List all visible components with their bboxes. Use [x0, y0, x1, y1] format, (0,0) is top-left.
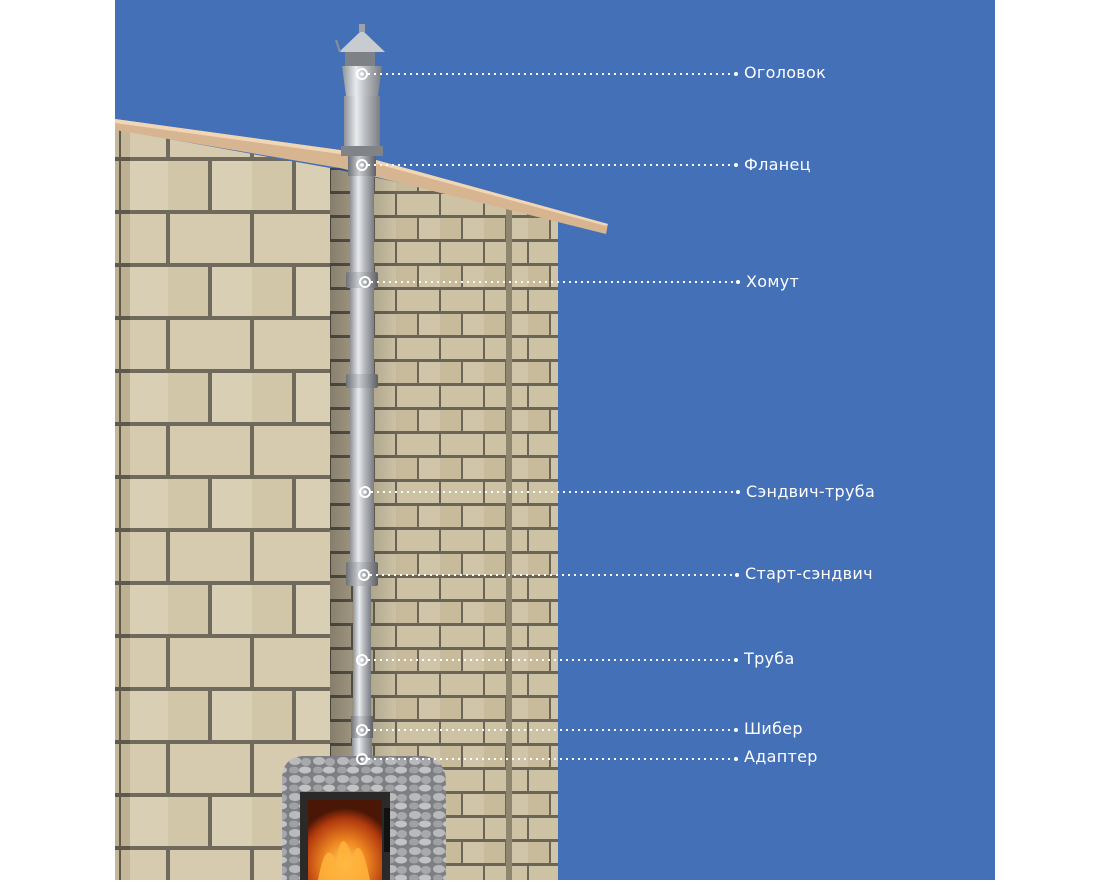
callout-end-khomut [736, 280, 740, 284]
wall-left-face [115, 128, 130, 880]
callout-dot-flanets [360, 163, 364, 167]
callout-end-ogolovok [734, 72, 738, 76]
callout-dot-start-sendvich [362, 573, 366, 577]
label-khomut: Хомут [746, 272, 800, 291]
label-adapter: Адаптер [744, 747, 818, 766]
callout-dot-sendvich-truba [363, 490, 367, 494]
roof-slab [115, 119, 608, 234]
callout-marker-sendvich-truba [359, 486, 371, 498]
callout-marker-adapter [356, 753, 368, 765]
stove [282, 756, 446, 880]
callout-marker-truba [356, 654, 368, 666]
wall-right-face [510, 206, 558, 880]
callout-end-adapter [734, 757, 738, 761]
callout-dot-shiber [360, 728, 364, 732]
callout-marker-start-sendvich [358, 569, 370, 581]
label-sendvich-truba: Сэндвич-труба [746, 482, 876, 501]
callout-dot-truba [360, 658, 364, 662]
callout-dot-adapter [360, 757, 364, 761]
callout-end-sendvich-truba [736, 490, 740, 494]
callout-marker-khomut [359, 276, 371, 288]
label-truba: Труба [744, 649, 795, 668]
callout-marker-shiber [356, 724, 368, 736]
wall-right-edge [506, 206, 512, 880]
callout-end-flanets [734, 163, 738, 167]
callout-dot-ogolovok [360, 72, 364, 76]
callout-marker-ogolovok [356, 68, 368, 80]
callout-marker-flanets [356, 159, 368, 171]
callout-dot-khomut [363, 280, 367, 284]
label-start-sendvich: Старт-сэндвич [745, 564, 873, 583]
wall-front-face [130, 132, 330, 880]
label-shiber: Шибер [744, 719, 803, 738]
callout-lines [356, 68, 740, 765]
chimney-pipe [335, 24, 385, 756]
label-ogolovok: Оголовок [744, 63, 827, 82]
callout-end-start-sendvich [735, 573, 739, 577]
callout-end-shiber [734, 728, 738, 732]
roof-top-edge [115, 119, 608, 226]
callout-end-truba [734, 658, 738, 662]
label-flanets: Фланец [744, 155, 811, 174]
